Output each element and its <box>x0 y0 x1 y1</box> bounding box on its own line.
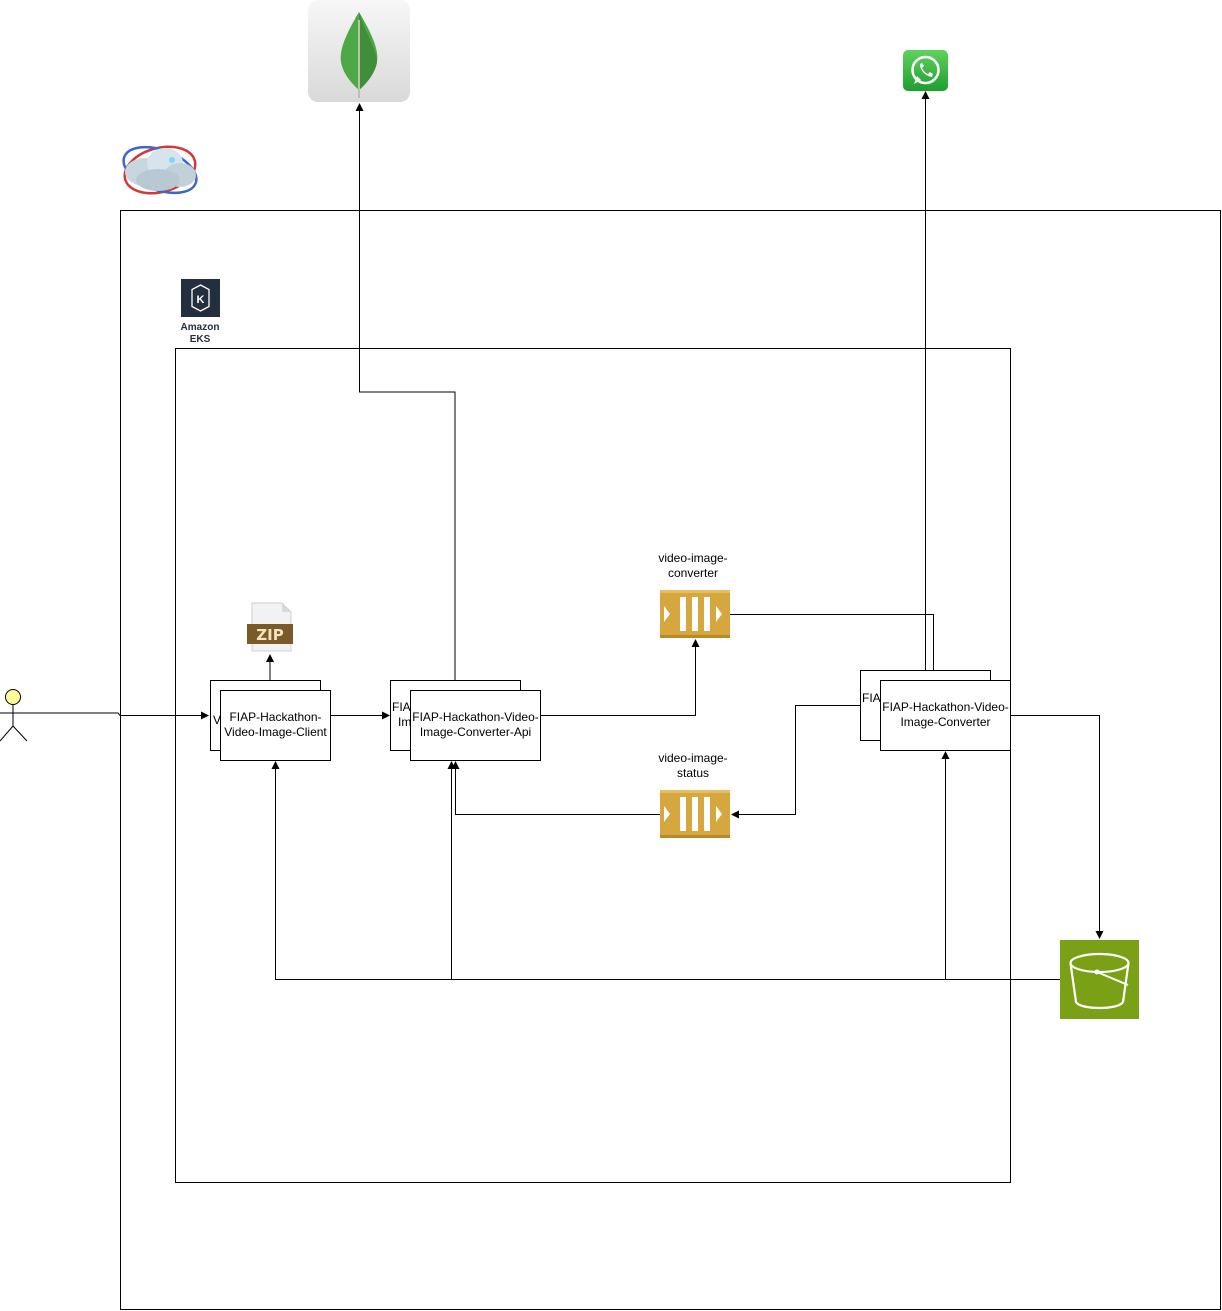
connector-queue-converter <box>730 614 938 678</box>
connector-api-queue <box>540 639 700 716</box>
queue-status-label: video-image- <box>658 751 727 765</box>
svg-text:Im: Im <box>398 715 411 729</box>
svg-text:V: V <box>213 713 221 727</box>
s3-bucket-icon <box>1060 940 1139 1019</box>
queue-converter-label-2: converter <box>668 566 718 580</box>
queue-status-label-2: status <box>677 766 709 780</box>
converter-label-2: Image-Converter <box>900 715 990 729</box>
svg-text:K: K <box>197 294 205 306</box>
client-label-2: Video-Image-Client <box>224 725 327 739</box>
queue-converter-label: video-image- <box>658 551 727 565</box>
connector-converter-s3 <box>1010 715 1104 939</box>
connector-s3-client <box>271 761 1060 980</box>
api-service: FIA Im FIAP-Hackathon-Video- Image-Conve… <box>390 680 541 761</box>
converter-label: FIAP-Hackathon-Video- <box>882 700 1009 714</box>
connectors <box>26 91 1104 980</box>
sqs-queue-icon <box>660 790 730 838</box>
user-icon <box>0 689 28 742</box>
svg-text:FIA: FIA <box>862 691 881 705</box>
connector-api-mongodb <box>355 103 456 680</box>
cloud-icon <box>122 145 198 195</box>
whatsapp-icon <box>903 50 948 91</box>
zip-label: ZIP <box>256 626 283 644</box>
converter-service: FIA FIAP-Hackathon-Video- Image-Converte… <box>860 670 1011 751</box>
client-label: FIAP-Hackathon- <box>229 710 321 724</box>
zip-file-icon: ZIP <box>247 602 293 652</box>
sqs-queue-icon <box>660 590 730 638</box>
eks-label-2: EKS <box>190 334 211 345</box>
client-service: V FIAP-Hackathon- Video-Image-Client <box>210 680 331 761</box>
eks-cluster-boundary <box>175 348 1011 1183</box>
svg-text:FIA: FIA <box>392 700 411 714</box>
api-label: FIAP-Hackathon-Video- <box>412 710 539 724</box>
connector-user-client <box>26 711 209 720</box>
eks-label: Amazon <box>181 322 220 333</box>
api-label-2: Image-Converter-Api <box>420 725 531 739</box>
eks-icon: K <box>181 279 220 317</box>
mongodb-icon <box>308 0 410 102</box>
connector-converter-status <box>731 705 860 819</box>
cloud-boundary <box>120 210 1221 1310</box>
connector-status-api <box>451 761 660 815</box>
